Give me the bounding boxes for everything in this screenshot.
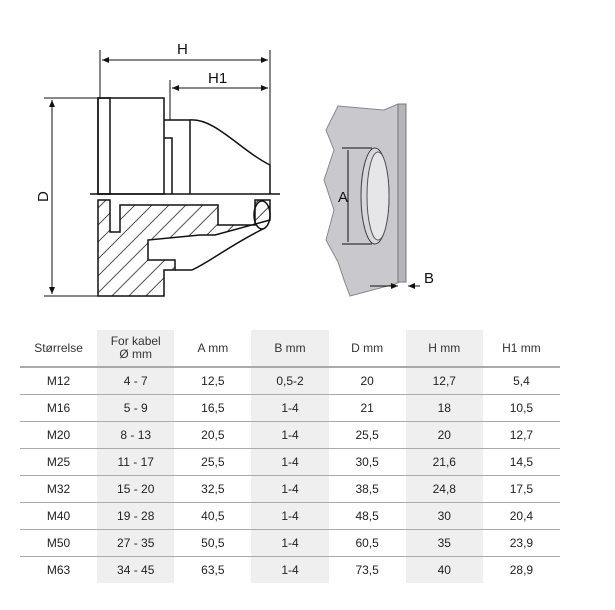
table-cell: 32,5	[174, 475, 252, 503]
table-cell: 1-4	[251, 448, 329, 476]
header-cable: For kabel Ø mm	[97, 330, 175, 368]
table-cell: 24,8	[405, 475, 483, 503]
table-cell: M32	[20, 475, 98, 503]
nut-cross-section	[90, 97, 280, 297]
table-cell: 15 - 20	[97, 475, 175, 503]
table-cell: 12,5	[174, 367, 252, 395]
table-cell: 8 - 13	[97, 421, 175, 449]
header-b: B mm	[251, 330, 329, 368]
table-cell: 40,5	[174, 502, 252, 530]
table-cell: M25	[20, 448, 98, 476]
table-cell: 1-4	[251, 421, 329, 449]
table-cell: 19 - 28	[97, 502, 175, 530]
table-cell: 20,4	[482, 502, 560, 530]
dimension-table: Størrelse For kabel Ø mm A mm B mm D mm …	[20, 330, 560, 583]
table-cell: 1-4	[251, 502, 329, 530]
table-cell: 5,4	[482, 367, 560, 395]
table-cell: 20	[328, 367, 406, 395]
table-cell: 14,5	[482, 448, 560, 476]
table-cell: 5 - 9	[97, 394, 175, 422]
label-d: D	[35, 191, 52, 202]
table-cell: 11 - 17	[97, 448, 175, 476]
table-cell: 17,5	[482, 475, 560, 503]
table-row: M63 34 - 45 63,5 1-4 73,5 40 28,9	[20, 556, 560, 583]
table-cell: 16,5	[174, 394, 252, 422]
label-h1: H1	[208, 70, 227, 87]
header-h1: H1 mm	[482, 330, 560, 368]
header-a: A mm	[174, 330, 252, 368]
table-cell: M40	[20, 502, 98, 530]
table-cell: 60,5	[328, 529, 406, 557]
label-b: B	[424, 270, 434, 287]
dimension-drawing: H H1 D A B	[35, 41, 434, 297]
label-a: A	[338, 189, 348, 206]
table-cell: 30,5	[328, 448, 406, 476]
table-cell: M50	[20, 529, 98, 557]
table-cell: M12	[20, 367, 98, 395]
table-cell: 1-4	[251, 529, 329, 557]
table-cell: 21,6	[405, 448, 483, 476]
table-cell: M16	[20, 394, 98, 422]
table-cell: 23,9	[482, 529, 560, 557]
header-h: H mm	[405, 330, 483, 368]
table-cell: 35	[405, 529, 483, 557]
table-cell: 28,9	[509, 563, 534, 577]
table-cell: 12,7	[405, 367, 483, 395]
table-cell: 48,5	[328, 502, 406, 530]
table-cell: 25,5	[174, 448, 252, 476]
table-cell: 38,5	[328, 475, 406, 503]
table-cell: M63	[46, 563, 71, 577]
header-size: Størrelse	[20, 330, 98, 368]
table-cell: M20	[20, 421, 98, 449]
wall-hole-diagram	[323, 103, 420, 297]
table-cell: 10,5	[482, 394, 560, 422]
table-cell: 12,7	[482, 421, 560, 449]
table-cell: 73,5	[355, 563, 379, 577]
table-cell: 0,5-2	[251, 367, 329, 395]
dimension-lines	[44, 50, 271, 297]
label-h: H	[177, 41, 188, 58]
table-cell: 40	[405, 556, 483, 583]
table-cell: 27 - 35	[97, 529, 175, 557]
header-d: D mm	[328, 330, 406, 368]
table-cell: 63,5	[201, 563, 225, 577]
table-cell: 18	[405, 394, 483, 422]
table-cell: 4 - 7	[97, 367, 175, 395]
table-cell: 50,5	[174, 529, 252, 557]
table-cell: 1-4	[251, 556, 329, 583]
table-cell: 1-4	[251, 475, 329, 503]
table-cell: 21	[328, 394, 406, 422]
table-cell: 20	[405, 421, 483, 449]
table-cell: 34 - 45	[97, 556, 175, 583]
table-header-row: Størrelse For kabel Ø mm A mm B mm D mm …	[20, 330, 560, 368]
table-cell: 20,5	[174, 421, 252, 449]
table-cell: 1-4	[251, 394, 329, 422]
table-cell: 25,5	[328, 421, 406, 449]
table-cell: 30	[405, 502, 483, 530]
